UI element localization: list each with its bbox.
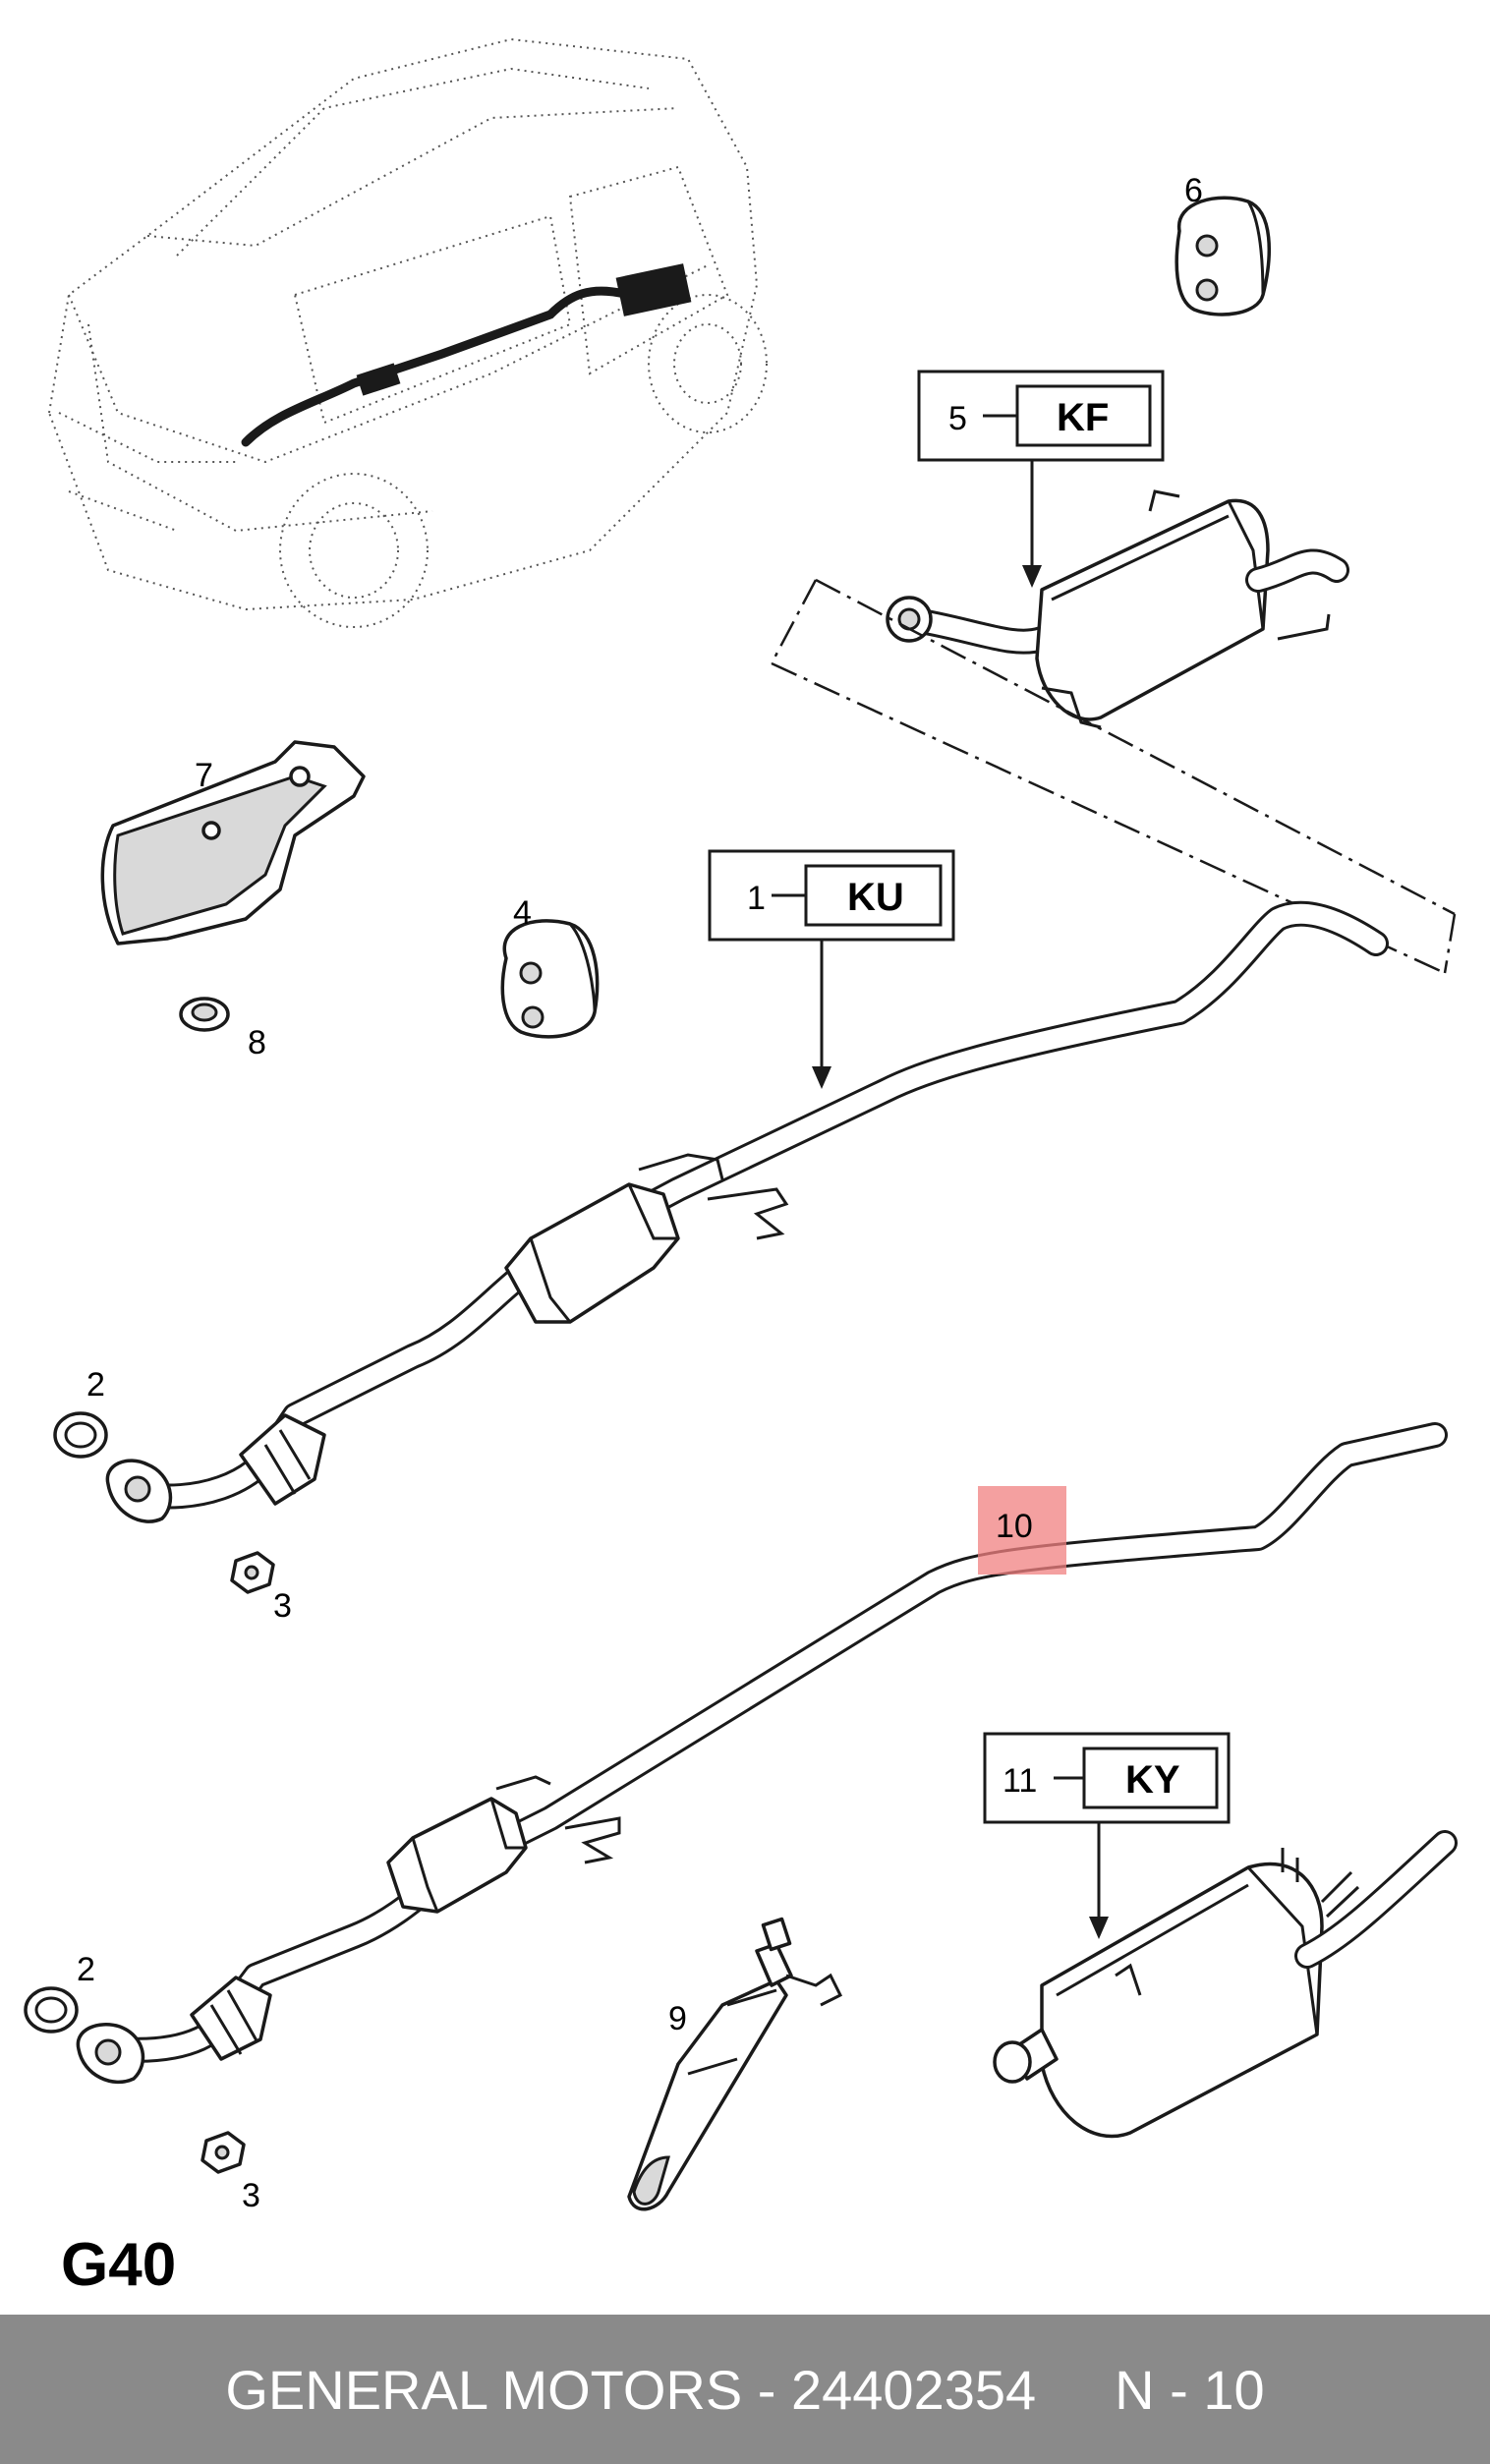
rear-silencer-kf (886, 489, 1349, 729)
rear-silencer-ky (993, 1830, 1458, 2139)
callout-10: 10 (996, 1508, 1033, 1545)
code-box-ky (983, 1732, 1231, 1939)
sealing-paste-tube-9 (627, 1917, 843, 2211)
code-box-ku (708, 849, 955, 1089)
item-number: N - 10 (1115, 2358, 1265, 2421)
exhaust-system-diagram: 6 5 KF 7 (24, 37, 1458, 2299)
callout-3-upper: 3 (273, 1587, 292, 1625)
sheet-code: G40 (61, 2231, 176, 2299)
heat-shield-7 (100, 740, 366, 945)
gasket-ring-2-lower (24, 1986, 79, 2034)
callout-2-upper: 2 (86, 1366, 105, 1404)
gasket-ring-2-upper (53, 1411, 108, 1459)
callout-8: 8 (248, 1024, 266, 1061)
code-box-kf (917, 370, 1165, 588)
code-ku: KU (847, 876, 904, 919)
callout-3-lower: 3 (242, 2177, 260, 2214)
callout-1: 1 (747, 880, 766, 917)
washer-8 (179, 997, 230, 1032)
callout-11: 11 (1003, 1762, 1037, 1800)
rubber-hanger-4 (500, 919, 600, 1039)
nut-3-lower (201, 2131, 246, 2174)
footer-bar: GENERAL MOTORS - 24402354 N - 10 (0, 2315, 1490, 2464)
part-reference: GENERAL MOTORS - 24402354 (225, 2358, 1037, 2421)
callout-7: 7 (195, 757, 213, 794)
callout-4: 4 (513, 894, 532, 932)
rubber-hanger-6 (1175, 196, 1271, 316)
callout-5: 5 (948, 400, 967, 437)
callout-9: 9 (668, 2000, 687, 2037)
callout-6: 6 (1184, 172, 1203, 209)
pipe-assembly-10 (76, 1422, 1448, 2085)
code-ky: KY (1125, 1758, 1180, 1802)
callout-2-lower: 2 (77, 1951, 95, 1988)
front-pipe-assembly-ku (105, 900, 1389, 1523)
car-outline (47, 37, 768, 628)
highlight-marker-10 (978, 1486, 1066, 1575)
code-kf: KF (1057, 396, 1109, 439)
nut-3-upper (230, 1551, 275, 1594)
